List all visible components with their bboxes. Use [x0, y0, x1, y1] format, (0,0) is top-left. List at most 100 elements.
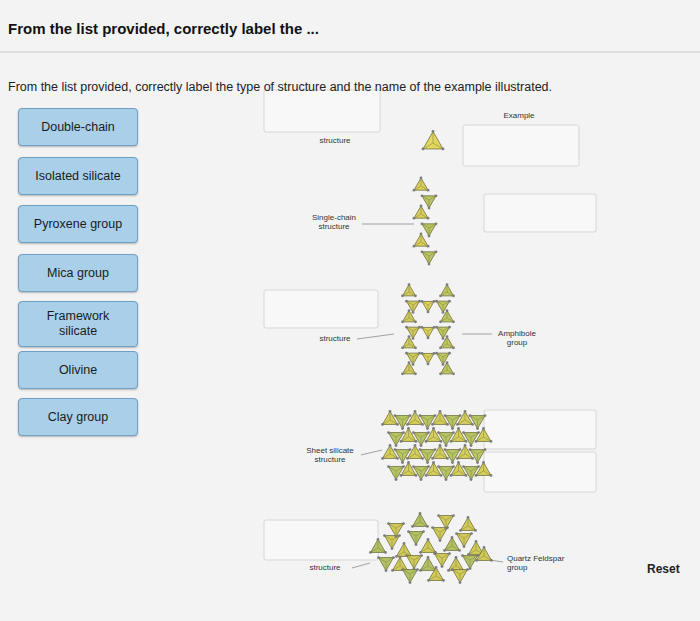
tetrahedron: [439, 335, 455, 349]
tetra-face: [433, 528, 448, 541]
tetrahedron: [405, 554, 423, 570]
oxygen-dot: [471, 423, 474, 426]
oxygen-dot: [401, 346, 404, 349]
tetra-face: [414, 178, 428, 190]
tetrahedron: [443, 536, 461, 552]
oxygen-dot: [401, 294, 404, 297]
tetra-face: [439, 467, 454, 480]
oxygen-dot: [420, 478, 423, 481]
tetrahedra: [369, 130, 493, 584]
tetrahedron: [421, 326, 436, 339]
tetrahedron: [401, 335, 417, 349]
answer-button: Clay group: [18, 398, 138, 436]
tetrahedron: [387, 522, 405, 538]
tetra-face: [395, 416, 410, 429]
oxygen-dot: [414, 372, 417, 375]
oxygen-dot: [389, 410, 392, 413]
oxygen-dot: [462, 431, 465, 434]
oxygen-dot: [395, 555, 398, 558]
oxygen-dot: [464, 410, 467, 413]
tetrahedron: [422, 130, 445, 150]
oxygen-dot: [458, 549, 461, 552]
oxygen-dot: [421, 222, 424, 225]
oxygen-dot: [446, 361, 449, 364]
oxygen-dot: [391, 547, 394, 550]
oxygen-dot: [466, 568, 469, 571]
drop-box: [264, 520, 378, 560]
tetra-face: [403, 570, 418, 583]
oxygen-dot: [470, 478, 473, 481]
tetra-face: [403, 311, 416, 322]
tetrahedron: [419, 556, 437, 572]
oxygen-dot: [412, 337, 415, 340]
oxygen-dot: [432, 427, 435, 430]
oxygen-dot: [467, 516, 470, 519]
oxygen-dot: [431, 423, 434, 426]
header-rule: [0, 52, 700, 53]
oxygen-dot: [399, 556, 402, 559]
oxygen-dot: [456, 423, 459, 426]
oxygen-dot: [461, 554, 464, 557]
oxygen-dot: [465, 474, 468, 477]
oxygen-dot: [437, 431, 440, 434]
oxygen-dot: [383, 534, 386, 537]
oxygen-dot: [442, 311, 445, 314]
tetra-face: [403, 337, 416, 348]
oxygen-dot: [408, 361, 411, 364]
oxygen-dot: [451, 461, 454, 464]
tetrahedron: [405, 326, 421, 340]
tetra-face: [477, 547, 492, 560]
tetra-face: [470, 450, 485, 463]
oxygen-dot: [446, 335, 449, 338]
oxygen-dot: [391, 569, 394, 572]
oxygen-dot: [396, 423, 399, 426]
tetra-face: [389, 524, 404, 537]
tetrahedron: [377, 556, 395, 572]
oxygen-dot: [434, 414, 437, 417]
tetra-face: [458, 445, 473, 458]
oxygen-dot: [396, 457, 399, 460]
oxygen-dot: [377, 556, 380, 559]
reset-button: Reset: [647, 562, 687, 576]
oxygen-dot: [420, 177, 423, 180]
oxygen-dot: [439, 294, 442, 297]
oxygen-dot: [482, 427, 485, 430]
oxygen-dot: [414, 320, 417, 323]
tetra-face: [451, 462, 466, 475]
tetra-face: [422, 224, 436, 236]
leader-line: [462, 334, 492, 335]
oxygen-dot: [369, 551, 372, 554]
oxygen-dot: [401, 461, 404, 464]
example-label: Quartz Feldspar group: [507, 554, 577, 572]
oxygen-dot: [452, 514, 455, 517]
oxygen-dot: [427, 310, 430, 313]
oxygen-dot: [440, 440, 443, 443]
oxygen-dot: [459, 414, 462, 417]
drop-box: [264, 290, 378, 328]
oxygen-dot: [435, 566, 438, 569]
oxygen-dot: [477, 431, 480, 434]
tetra-face: [433, 445, 448, 458]
oxygen-dot: [428, 263, 431, 266]
oxygen-dot: [427, 538, 430, 541]
oxygen-dot: [452, 320, 455, 323]
oxygen-dot: [421, 250, 424, 253]
tetra-face: [414, 234, 428, 246]
tetra-face: [422, 301, 434, 311]
tetrahedron: [383, 534, 401, 550]
oxygen-dot: [419, 414, 422, 417]
oxygen-dot: [422, 530, 425, 533]
tetrahedron: [475, 427, 493, 443]
tetrahedron: [461, 554, 479, 570]
oxygen-dot: [450, 474, 453, 477]
leader-line: [361, 450, 382, 455]
button-text: Framework silicate: [38, 309, 118, 339]
oxygen-dot: [426, 427, 429, 430]
tetra-face: [449, 557, 464, 570]
oxygen-dot: [475, 440, 478, 443]
tetrahedron: [421, 300, 436, 313]
oxygen-dot: [427, 336, 430, 339]
tetra-face: [437, 353, 450, 364]
tetrahedron: [421, 250, 438, 265]
answer-button: Pyroxene group: [18, 205, 138, 243]
